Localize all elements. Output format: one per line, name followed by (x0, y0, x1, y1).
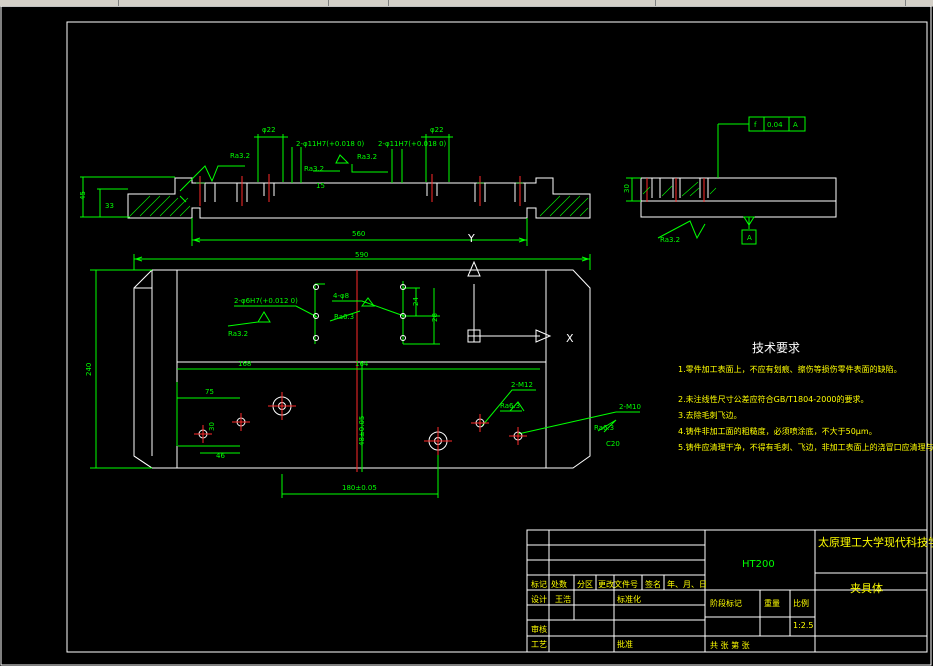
svg-text:Ra3.2: Ra3.2 (304, 165, 324, 173)
svg-text:处数: 处数 (551, 579, 567, 589)
svg-text:30: 30 (623, 184, 631, 193)
ucs-axis-icon (467, 260, 552, 343)
datum-box-A (741, 229, 757, 245)
svg-text:工艺: 工艺 (531, 640, 547, 649)
side-view[interactable]: 30 f 0.04 A A Ra3.2 (623, 116, 837, 245)
svg-text:A: A (747, 234, 752, 242)
svg-text:164: 164 (355, 360, 369, 368)
svg-text:590: 590 (355, 251, 368, 259)
svg-text:重量: 重量 (764, 598, 780, 608)
svg-text:0.04: 0.04 (767, 121, 783, 129)
svg-text:Ra3.2: Ra3.2 (228, 330, 248, 338)
svg-text:5.铸件应清理干净，不得有毛刺、飞边，非加工表面上的浇冒口应: 5.铸件应清理干净，不得有毛刺、飞边，非加工表面上的浇冒口应清理与铸件表面齐平。 (678, 442, 933, 452)
svg-text:φ22: φ22 (262, 126, 276, 134)
svg-text:签名: 签名 (645, 579, 661, 589)
svg-text:46: 46 (216, 452, 225, 460)
x-axis-label: X (566, 332, 574, 345)
svg-text:Ra6.3: Ra6.3 (594, 424, 614, 432)
svg-text:2-M12: 2-M12 (511, 381, 533, 389)
svg-text:240: 240 (85, 363, 93, 376)
svg-text:比例: 比例 (793, 598, 809, 608)
svg-text:年、月、日: 年、月、日 (667, 579, 707, 589)
svg-text:4.铸件非加工面的粗糙度，必须喷涂底，不大于50μm。: 4.铸件非加工面的粗糙度，必须喷涂底，不大于50μm。 (678, 426, 877, 436)
svg-text:阶段标记: 阶段标记 (710, 598, 742, 608)
svg-text:30: 30 (208, 422, 216, 431)
svg-text:4-φ8: 4-φ8 (333, 292, 349, 300)
svg-text:28: 28 (431, 313, 439, 322)
svg-text:2-φ6H7(+0.012 0): 2-φ6H7(+0.012 0) (234, 297, 298, 305)
svg-text:2.未注线性尺寸公差应符合GB/T1804-2000的要求。: 2.未注线性尺寸公差应符合GB/T1804-2000的要求。 (678, 394, 869, 404)
svg-text:C20: C20 (606, 440, 620, 448)
svg-text:24: 24 (412, 297, 420, 306)
svg-text:审核: 审核 (531, 624, 547, 634)
inner-drawing-frame (66, 21, 928, 653)
svg-text:15: 15 (316, 182, 325, 190)
svg-text:33: 33 (105, 202, 114, 210)
svg-text:设计: 设计 (531, 594, 547, 604)
svg-text:更改文件号: 更改文件号 (598, 579, 638, 589)
svg-text:批准: 批准 (617, 639, 633, 649)
svg-text:Ra3.2: Ra3.2 (660, 236, 680, 244)
svg-text:分区: 分区 (577, 580, 593, 589)
svg-text:HT200: HT200 (742, 559, 775, 570)
svg-text:φ22: φ22 (430, 126, 444, 134)
tech-requirements: 技术要求 1.零件加工表面上，不应有划痕、擦伤等损伤零件表面的缺陷。 2.未注线… (678, 341, 933, 452)
plan-view[interactable]: 590 240 168 164 75 46 30 24 28 48±0.05 1… (85, 232, 641, 498)
svg-text:共 张 第 张: 共 张 第 张 (710, 640, 750, 650)
tech-requirements-title: 技术要求 (752, 341, 800, 355)
svg-text:标准化: 标准化 (617, 594, 641, 604)
svg-text:标记: 标记 (531, 579, 547, 589)
svg-text:75: 75 (205, 388, 214, 396)
svg-text:180±0.05: 180±0.05 (342, 484, 377, 492)
svg-text:1.零件加工表面上，不应有划痕、擦伤等损伤零件表面的缺陷。: 1.零件加工表面上，不应有划痕、擦伤等损伤零件表面的缺陷。 (678, 364, 902, 374)
svg-text:1:2.5: 1:2.5 (793, 621, 814, 630)
svg-text:Ra6.3: Ra6.3 (334, 313, 354, 321)
holes (194, 284, 527, 455)
title-block: HT200 太原理工大学现代科技学院 夹具体 标记 处数 分区 更改文件号 签名… (526, 529, 933, 653)
svg-text:3.去除毛刺飞边。: 3.去除毛刺飞边。 (678, 410, 742, 420)
svg-text:45: 45 (79, 191, 87, 200)
svg-text:王浩: 王浩 (555, 594, 571, 604)
y-axis-label: Y (467, 232, 475, 245)
svg-text:Ra6.3: Ra6.3 (500, 402, 520, 410)
svg-text:A: A (793, 121, 798, 129)
svg-text:Ra3.2: Ra3.2 (357, 153, 377, 161)
svg-text:48±0.05: 48±0.05 (358, 416, 366, 446)
section-view[interactable]: 45 33 560 Ra3.2 Ra3.2 Ra3.2 φ22 φ22 2-φ1… (79, 126, 591, 246)
svg-text:168: 168 (238, 360, 251, 368)
svg-text:Ra3.2: Ra3.2 (230, 152, 250, 160)
cad-drawing-canvas[interactable]: 45 33 560 Ra3.2 Ra3.2 Ra3.2 φ22 φ22 2-φ1… (0, 6, 933, 666)
svg-text:f: f (754, 121, 757, 129)
outer-sheet-border (0, 6, 932, 666)
svg-text:2-φ11H7(+0.018 0): 2-φ11H7(+0.018 0) (378, 140, 447, 148)
tolerance-frame (748, 116, 806, 132)
svg-text:2-M10: 2-M10 (619, 403, 641, 411)
svg-text:夹具体: 夹具体 (850, 581, 883, 595)
svg-text:560: 560 (352, 230, 365, 238)
svg-text:太原理工大学现代科技学院: 太原理工大学现代科技学院 (818, 535, 933, 549)
svg-text:2-φ11H7(+0.018 0): 2-φ11H7(+0.018 0) (296, 140, 365, 148)
